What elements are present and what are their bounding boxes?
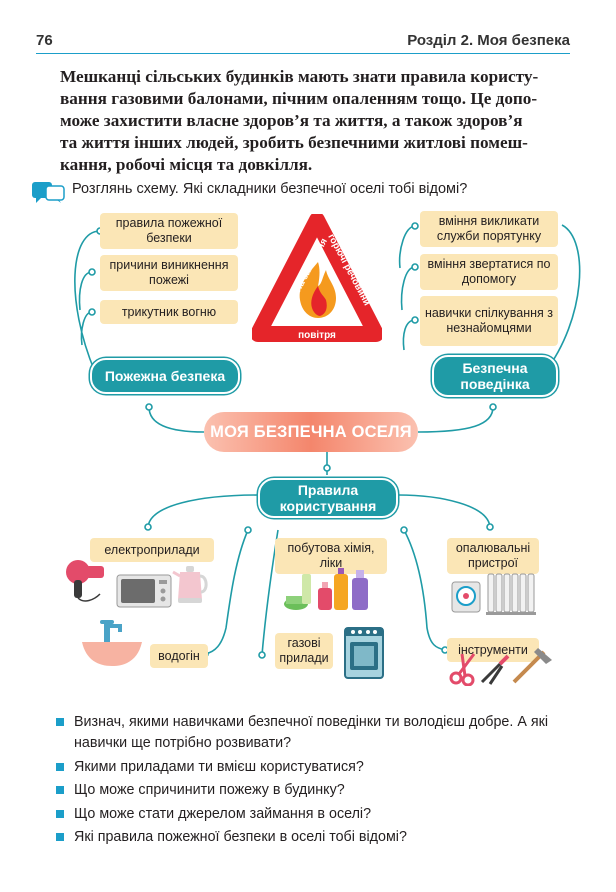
triangle-bottom-label: повітря (298, 330, 336, 341)
fire-safety-pill: Пожежна безпека (90, 358, 240, 394)
intro-line: та життя інших людей, зробить безпечними… (60, 133, 528, 152)
discussion-icon (32, 182, 65, 203)
questions-list: Визнач, якими навичками безпечної поведі… (56, 712, 576, 851)
intro-line: Мешканці сільських будинків мають знати … (60, 67, 539, 86)
hair-dryer-icon (66, 560, 104, 602)
behavior-pill: Безпечна поведінка (432, 355, 558, 397)
rules-item: водогін (150, 644, 208, 668)
task-prompt: Розглянь схему. Які складники безпечної … (72, 181, 468, 197)
fire-safety-item: правила пожежної безпеки (100, 213, 238, 249)
triangle-right-label: горючі речовини (325, 232, 372, 307)
center-node: МОЯ БЕЗПЕЧНА ОСЕЛЯ (204, 412, 418, 452)
intro-line: може захистити власне здоров’я та життя,… (60, 111, 523, 130)
tools-icon (449, 648, 552, 686)
triangle-left-label: джерела займання (279, 237, 330, 320)
rules-item: електроприлади (90, 538, 214, 562)
intro-line: кання, робочі місця та довкілля. (60, 155, 313, 174)
intro-line: вання газовими балонами, пічним опалення… (60, 89, 538, 108)
rules-pill: Правила користування (258, 478, 398, 518)
behavior-item: навички спілкування з незнайомцями (420, 296, 558, 346)
behavior-item: вміння звертатися по допомогу (420, 254, 558, 290)
rules-item: опалювальні пристрої (447, 538, 539, 574)
chemicals-icon (284, 568, 368, 610)
heater-icon (451, 573, 536, 615)
rules-item: газові прилади (275, 633, 333, 669)
page-number: 76 (36, 32, 53, 49)
flame-icon (299, 262, 336, 318)
fire-safety-item: причини виникнення пожежі (100, 255, 238, 291)
page-header: 76 Розділ 2. Моя безпека (36, 30, 570, 54)
faucet-icon (82, 620, 142, 666)
question-item: Якими приладами ти вмієш користуватися? (56, 757, 576, 778)
behavior-item: вміння викликати служби порятунку (420, 211, 558, 247)
section-title: Розділ 2. Моя безпека (407, 32, 570, 49)
question-item: Що може спричинити пожежу в будинку? (56, 780, 576, 801)
fire-triangle (252, 214, 382, 342)
microwave-icon (116, 574, 172, 608)
intro-paragraph: Мешканці сільських будинків мають знати … (60, 66, 570, 176)
fire-triangle-labels: джерела займання горючі речовини повітря (279, 232, 372, 341)
rules-item: побутова хімія, ліки (275, 538, 387, 574)
question-item: Що може стати джерелом займання в оселі? (56, 804, 576, 825)
question-item: Визнач, якими навичками безпечної поведі… (56, 712, 576, 754)
rules-item: інструменти (447, 638, 539, 662)
kettle-icon (172, 566, 208, 603)
gas-stove-icon (344, 627, 384, 679)
question-item: Які правила пожежної безпеки в оселі тоб… (56, 827, 576, 848)
fire-safety-item: трикутник вогню (100, 300, 238, 324)
